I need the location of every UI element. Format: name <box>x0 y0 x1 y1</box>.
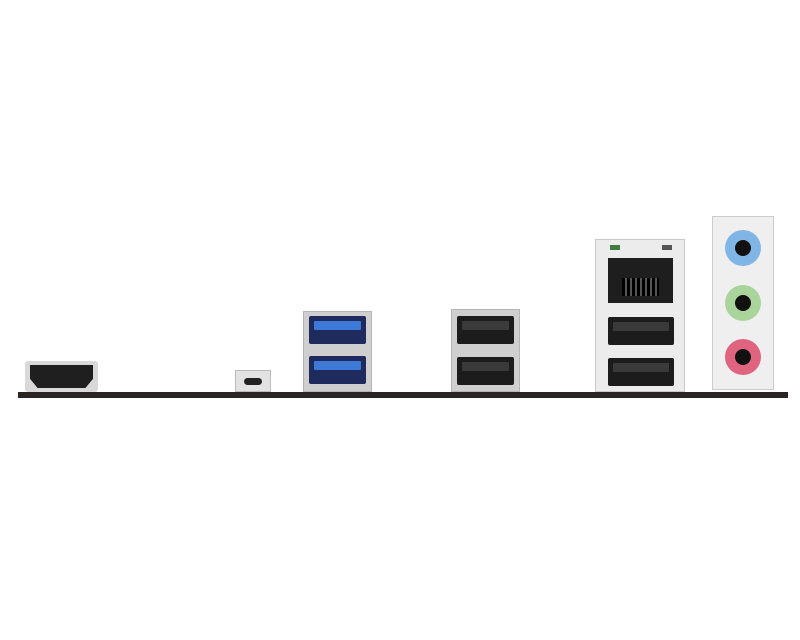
jack-hole <box>735 349 751 365</box>
usb3-port-stack <box>303 311 372 392</box>
usb-tongue <box>613 363 669 372</box>
jack-hole <box>735 240 751 256</box>
usb-port-lower <box>608 358 674 386</box>
usb-tongue <box>613 322 669 331</box>
lan-led-left <box>610 245 620 250</box>
lan-led-right <box>662 245 672 250</box>
io-bracket-edge <box>18 392 788 398</box>
usb-c-opening <box>244 378 262 385</box>
usb-port-upper <box>608 317 674 345</box>
hdmi-port-opening <box>30 365 93 388</box>
rj45-pins <box>622 278 659 296</box>
usb2-port-bottom <box>457 357 514 385</box>
mic-in-jack <box>725 339 761 375</box>
usb3-tongue <box>314 361 361 370</box>
line-in-jack <box>725 230 761 266</box>
jack-hole <box>735 295 751 311</box>
usb2-port-stack <box>451 309 520 392</box>
usb2-port-top <box>457 316 514 344</box>
audio-jack-panel <box>712 216 774 390</box>
usb2-tongue <box>462 321 509 330</box>
lan-usb-combo <box>595 239 685 392</box>
line-out-jack <box>725 285 761 321</box>
usb2-tongue <box>462 362 509 371</box>
rj45-lan-port <box>608 258 673 303</box>
usb-c-port <box>235 370 271 392</box>
usb3-port-bottom <box>309 356 366 384</box>
usb3-port-top <box>309 316 366 344</box>
usb3-tongue <box>314 321 361 330</box>
hdmi-port <box>25 361 98 392</box>
